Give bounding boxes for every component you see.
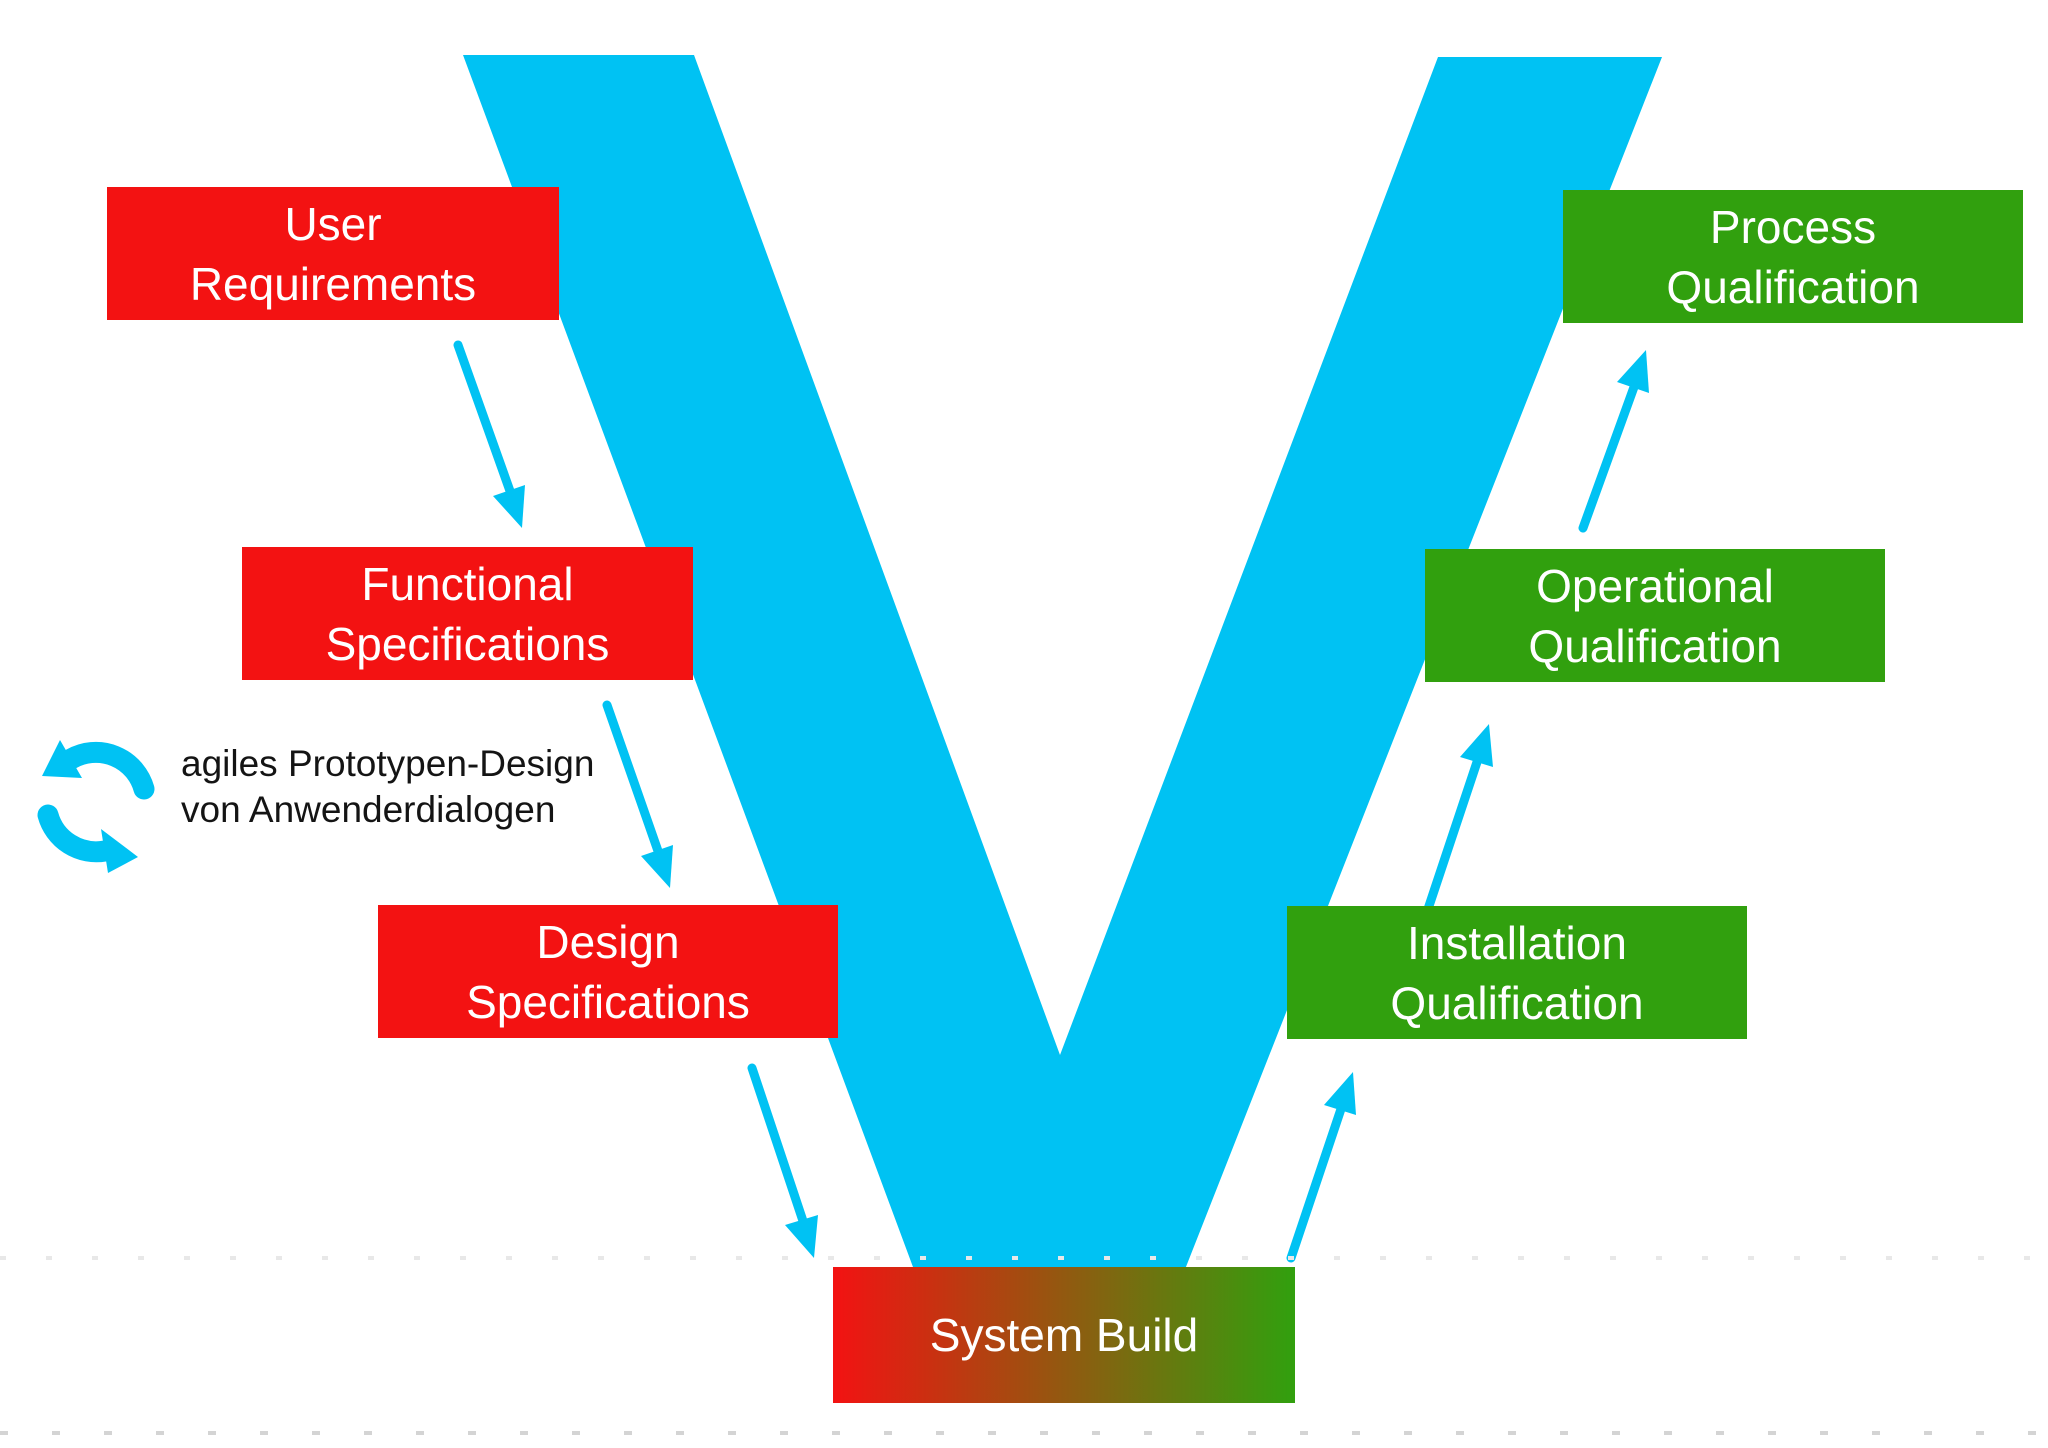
arrow-up-1 [1286, 1072, 1356, 1263]
perforation-dots-lower [0, 1431, 2048, 1435]
box-functional-specifications: Functional Specifications [242, 547, 693, 680]
box-label-line: Specifications [466, 975, 750, 1028]
box-user-requirements: User Requirements [107, 187, 559, 320]
box-operational-qualification: Operational Qualification [1425, 549, 1885, 682]
box-installation-qualification: Installation Qualification [1287, 906, 1747, 1039]
v-shape [463, 55, 1662, 1399]
box-label-line: Qualification [1666, 260, 1920, 313]
box-design-specifications: Design Specifications [378, 905, 838, 1038]
box-label-line: System Build [929, 1309, 1199, 1361]
arrow-up-2 [1422, 724, 1493, 917]
box-label-line: Installation [1407, 916, 1627, 969]
arrow-down-1 [453, 340, 525, 528]
box-label-line: Qualification [1390, 976, 1644, 1029]
box-label-line: User [284, 197, 382, 250]
cycle-arrows-icon [37, 740, 155, 873]
annotation-line: agiles Prototypen-Design [181, 743, 595, 784]
box-process-qualification: Process Qualification [1563, 190, 2023, 323]
agile-prototyping-annotation: agiles Prototypen-Design von Anwenderdia… [181, 741, 594, 833]
arrow-down-2 [602, 700, 673, 888]
box-label-line: Requirements [189, 257, 477, 310]
box-label-line: Process [1709, 200, 1877, 253]
box-label-line: Functional [361, 557, 574, 610]
box-label-line: Operational [1536, 559, 1774, 612]
box-label-line: Qualification [1528, 619, 1782, 672]
box-label-line: Specifications [325, 617, 610, 670]
box-label-line: Design [536, 915, 680, 968]
box-system-build: System Build [833, 1267, 1295, 1403]
arrow-up-3 [1578, 350, 1649, 533]
annotation-line: von Anwenderdialogen [181, 789, 556, 830]
perforation-dots-upper [0, 1256, 2048, 1260]
arrow-down-3 [747, 1063, 818, 1258]
